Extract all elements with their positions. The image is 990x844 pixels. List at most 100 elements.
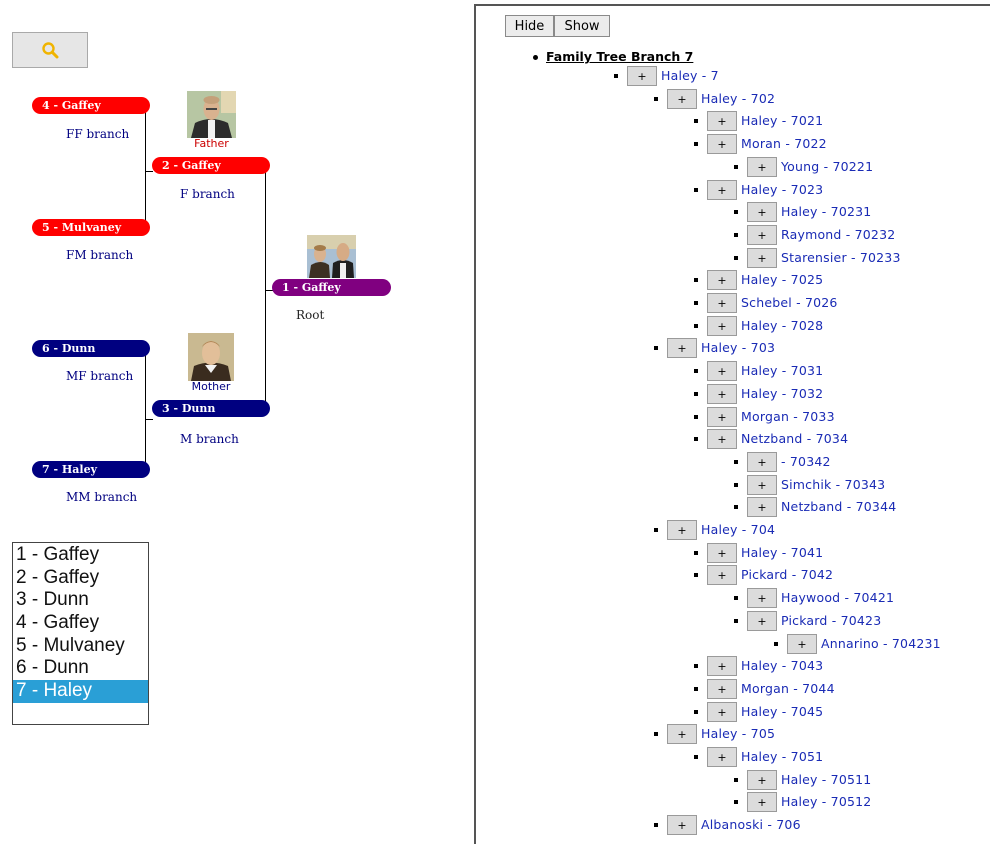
tree-node-link[interactable]: Haley - 70512: [781, 794, 872, 809]
tree-node-link[interactable]: Moran - 7022: [741, 136, 827, 151]
expand-button[interactable]: +: [747, 588, 777, 608]
person-box-7[interactable]: 7 - Haley: [32, 461, 150, 478]
person-box-4[interactable]: 4 - Gaffey: [32, 97, 150, 114]
tree-node-link[interactable]: - 70342: [781, 454, 831, 469]
expand-button[interactable]: +: [667, 724, 697, 744]
expand-button[interactable]: +: [707, 656, 737, 676]
root-photo[interactable]: [307, 235, 356, 278]
expand-button[interactable]: +: [707, 702, 737, 722]
tree-node-link[interactable]: Haley - 7045: [741, 704, 824, 719]
expand-button[interactable]: +: [747, 611, 777, 631]
mother-photo[interactable]: [188, 333, 234, 381]
tree-node-link[interactable]: Haley - 7032: [741, 386, 824, 401]
listbox-option[interactable]: 3 - Dunn: [16, 589, 89, 611]
expand-button[interactable]: +: [627, 66, 657, 86]
tree-node-link[interactable]: Haley - 704: [701, 522, 776, 537]
bullet: [654, 97, 658, 101]
expand-button[interactable]: +: [707, 384, 737, 404]
expand-button[interactable]: +: [707, 180, 737, 200]
expand-button[interactable]: +: [707, 679, 737, 699]
expand-button[interactable]: +: [707, 111, 737, 131]
tree-node-link[interactable]: Pickard - 7042: [741, 567, 834, 582]
tree-node-link[interactable]: Morgan - 7033: [741, 409, 835, 424]
bullet: [654, 346, 658, 350]
tree-node-link[interactable]: Young - 70221: [781, 159, 874, 174]
tree-node-link[interactable]: Albanoski - 706: [701, 817, 801, 832]
listbox-option[interactable]: 1 - Gaffey: [16, 544, 100, 565]
tree-node-link[interactable]: Haley - 703: [701, 340, 776, 355]
expand-button[interactable]: +: [707, 361, 737, 381]
tree-node-link[interactable]: Netzband - 7034: [741, 431, 849, 446]
connector-line: [265, 165, 266, 409]
expand-button[interactable]: +: [747, 202, 777, 222]
tree-node-link[interactable]: Haley - 7028: [741, 318, 824, 333]
tree-node-link[interactable]: Netzband - 70344: [781, 499, 897, 514]
tree-node-link[interactable]: Haley - 70511: [781, 772, 872, 787]
listbox-option[interactable]: 5 - Mulvaney: [16, 634, 125, 656]
bullet: [694, 415, 698, 419]
expand-button[interactable]: +: [747, 497, 777, 517]
listbox-option[interactable]: 4 - Gaffey: [16, 612, 100, 634]
tree-node-link[interactable]: Simchik - 70343: [781, 477, 886, 492]
expand-button[interactable]: +: [667, 815, 697, 835]
hide-button[interactable]: Hide: [505, 15, 554, 37]
expand-button[interactable]: +: [707, 429, 737, 449]
expand-button[interactable]: +: [747, 225, 777, 245]
connector-line: [145, 348, 146, 470]
tree-node-link[interactable]: Pickard - 70423: [781, 613, 882, 628]
tree-node-link[interactable]: Haley - 7023: [741, 182, 824, 197]
connector-line: [145, 105, 146, 227]
expand-button[interactable]: +: [747, 452, 777, 472]
tree-node-link[interactable]: Haley - 7043: [741, 658, 824, 673]
expand-button[interactable]: +: [707, 270, 737, 290]
tree-node-link[interactable]: Haley - 70231: [781, 204, 872, 219]
person-box-2[interactable]: 2 - Gaffey: [152, 157, 270, 174]
expand-button[interactable]: +: [707, 293, 737, 313]
tree-node-link[interactable]: Schebel - 7026: [741, 295, 838, 310]
tree-node-link[interactable]: Haley - 702: [701, 91, 776, 106]
expand-button[interactable]: +: [747, 770, 777, 790]
person-box-1[interactable]: 1 - Gaffey: [272, 279, 391, 296]
bullet: [694, 119, 698, 123]
expand-button[interactable]: +: [667, 520, 697, 540]
expand-button[interactable]: +: [707, 134, 737, 154]
father-photo[interactable]: [187, 91, 236, 138]
person-box-6[interactable]: 6 - Dunn: [32, 340, 150, 357]
search-button[interactable]: [12, 32, 88, 68]
expand-button[interactable]: +: [747, 475, 777, 495]
tree-node-link[interactable]: Haley - 7025: [741, 272, 824, 287]
expand-button[interactable]: +: [787, 634, 817, 654]
branch-label-m: M branch: [180, 432, 239, 446]
expand-button[interactable]: +: [667, 338, 697, 358]
expand-button[interactable]: +: [707, 747, 737, 767]
listbox-option[interactable]: 6 - Dunn: [16, 657, 89, 679]
expand-button[interactable]: +: [747, 248, 777, 268]
person-box-3[interactable]: 3 - Dunn: [152, 400, 270, 417]
expand-button[interactable]: +: [747, 157, 777, 177]
bullet: [694, 392, 698, 396]
tree-node-link[interactable]: Haley - 705: [701, 726, 776, 741]
expand-button[interactable]: +: [707, 565, 737, 585]
tree-node-link[interactable]: Morgan - 7044: [741, 681, 835, 696]
expand-button[interactable]: +: [667, 89, 697, 109]
listbox-option[interactable]: 2 - Gaffey: [16, 566, 100, 588]
listbox-option[interactable]: 7 - Haley: [13, 680, 148, 703]
person-box-5[interactable]: 5 - Mulvaney: [32, 219, 150, 236]
tree-node-link[interactable]: Haley - 7051: [741, 749, 824, 764]
tree-node-link[interactable]: Haley - 7: [661, 68, 719, 83]
show-button[interactable]: Show: [554, 15, 610, 37]
tree-node-link[interactable]: Haley - 7041: [741, 545, 824, 560]
expand-button[interactable]: +: [707, 316, 737, 336]
tree-node-link[interactable]: Haley - 7031: [741, 363, 824, 378]
tree-node-link[interactable]: Raymond - 70232: [781, 227, 896, 242]
expand-button[interactable]: +: [747, 792, 777, 812]
expand-button[interactable]: +: [707, 543, 737, 563]
tree-node-link[interactable]: Haywood - 70421: [781, 590, 895, 605]
bullet: [694, 755, 698, 759]
tree-node-link[interactable]: Starensier - 70233: [781, 250, 901, 265]
bullet: [734, 778, 738, 782]
expand-button[interactable]: +: [707, 407, 737, 427]
tree-node-link[interactable]: Annarino - 704231: [821, 636, 941, 651]
tree-node-link[interactable]: Haley - 7021: [741, 113, 824, 128]
